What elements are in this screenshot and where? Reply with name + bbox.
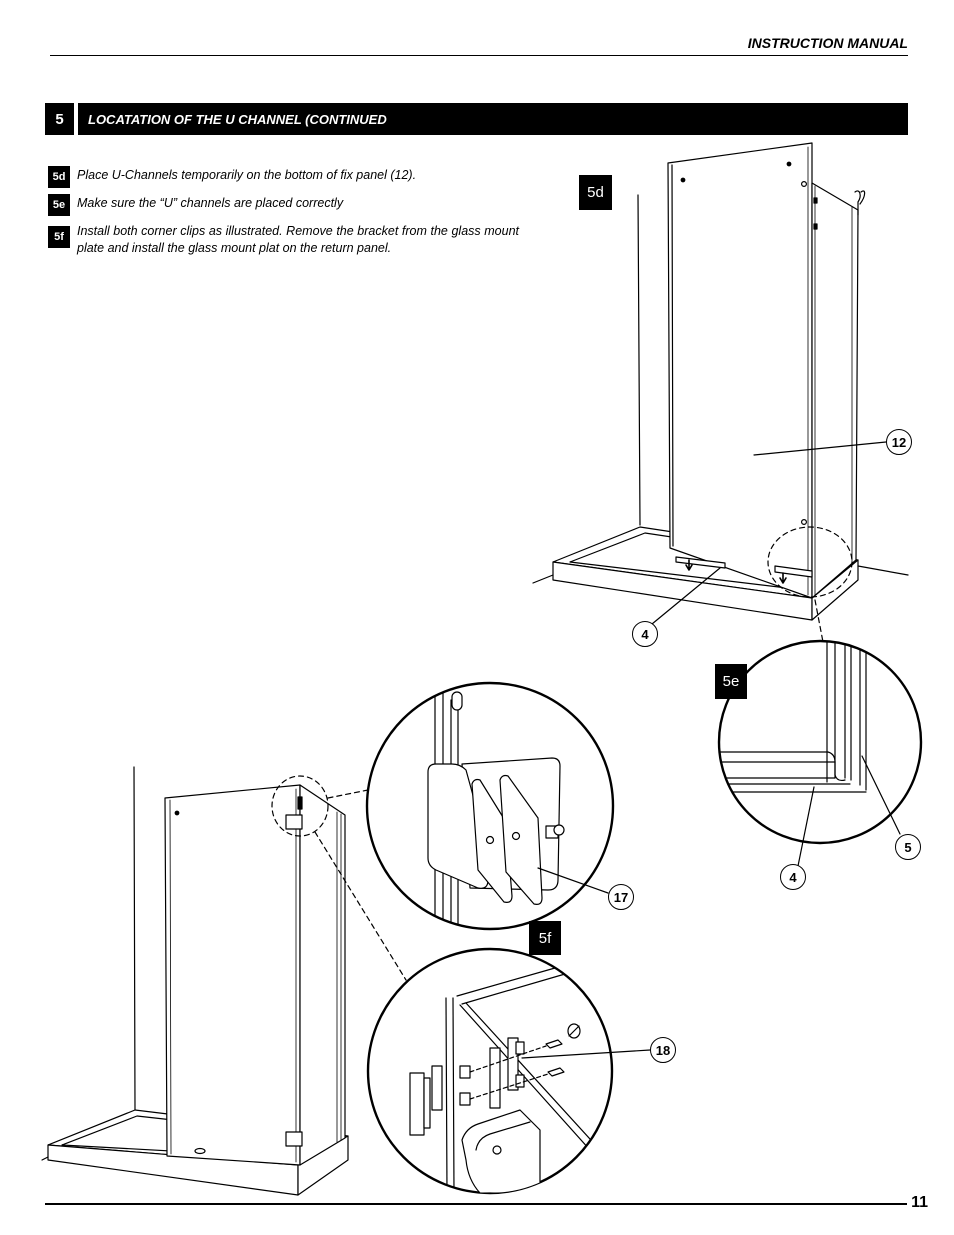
section-number: 5 <box>45 103 74 135</box>
section-bar <box>78 103 908 135</box>
figure-5d-drawing <box>532 142 909 643</box>
step-text-5d: Place U-Channels temporarily on the bott… <box>77 168 417 182</box>
step-badge-5d: 5d <box>48 166 70 188</box>
footer-rule <box>45 1203 907 1205</box>
figure-5e-drawing <box>717 639 923 867</box>
page-number: 11 <box>911 1194 928 1211</box>
figure-label-5f: 5f <box>529 921 561 955</box>
figure-5f-drawing <box>41 766 407 1196</box>
header-rule <box>50 55 908 56</box>
step-badge-5e: 5e <box>48 194 70 216</box>
section-title: LOCATATION OF THE U CHANNEL (CONTINUED <box>88 112 387 127</box>
callout-fixed-panel: 12 <box>886 429 912 455</box>
step-text-5f: Install both corner clips as illustrated… <box>77 224 519 255</box>
manual-title: INSTRUCTION MANUAL <box>747 35 908 51</box>
step-badge-5f: 5f <box>48 226 70 248</box>
figure-label-5d: 5d <box>579 175 612 210</box>
figure-5f-detail-mount <box>366 947 651 1195</box>
figure-5f-detail-clip <box>365 681 615 931</box>
callout-corner-clip: 17 <box>608 884 634 910</box>
step-text-5e: Make sure the “U” channels are placed co… <box>77 196 344 210</box>
callout-u-channel-5d: 4 <box>632 621 658 647</box>
figure-label-5e: 5e <box>715 664 747 699</box>
callout-return-channel: 5 <box>895 834 921 860</box>
callout-u-channel-5e: 4 <box>780 864 806 890</box>
callout-glass-mount-plate: 18 <box>650 1037 676 1063</box>
